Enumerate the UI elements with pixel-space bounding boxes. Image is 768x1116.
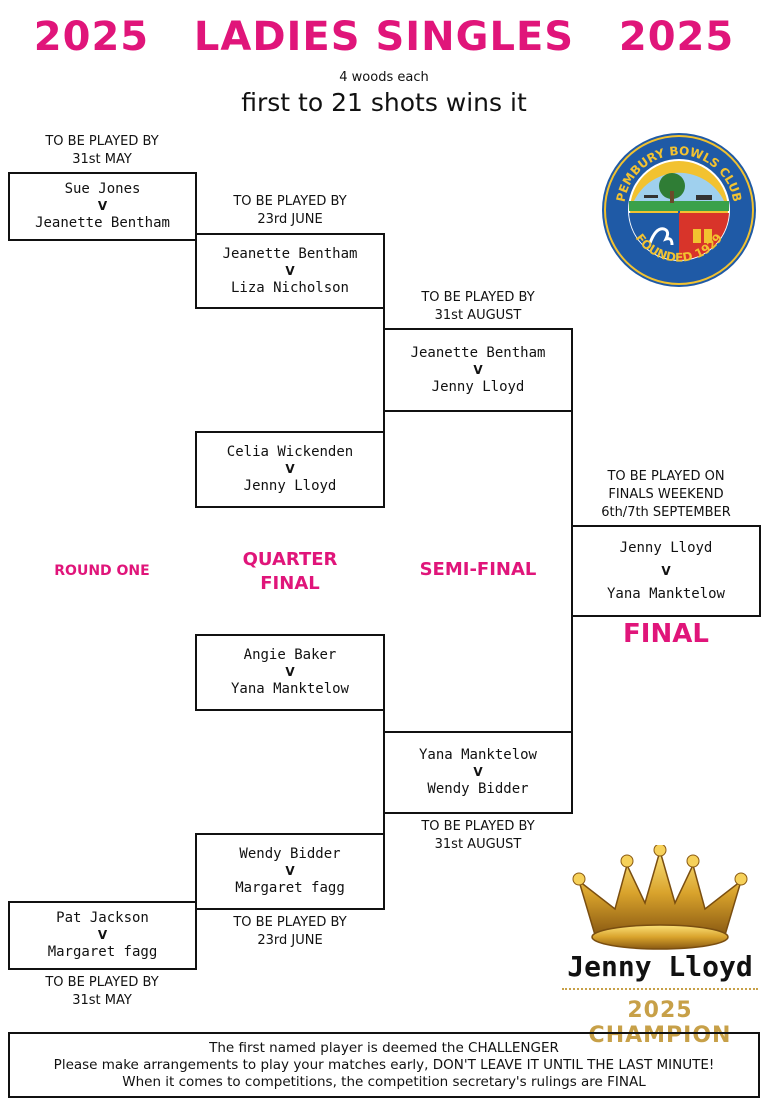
versus-label: V: [285, 665, 295, 679]
match-qf3[interactable]: Angie Baker V Yana Manktelow: [195, 634, 385, 711]
deadline-line: TO BE PLAYED BY: [233, 915, 347, 930]
deadline-line: 31st MAY: [72, 993, 132, 1008]
match-sf1[interactable]: Jeanette Bentham V Jenny Lloyd: [383, 328, 573, 412]
player-name: Yana Manktelow: [606, 585, 725, 602]
footer-line: Please make arrangements to play your ma…: [53, 1056, 715, 1073]
match-r1-top[interactable]: Sue Jones V Jeanette Bentham: [8, 172, 197, 241]
player-name: Jenny Lloyd: [243, 478, 337, 494]
label-line: FINAL: [260, 573, 320, 594]
quarter-final-label: QUARTER FINAL: [196, 548, 384, 596]
deadline-line: 31st AUGUST: [434, 837, 522, 852]
player-name: Angie Baker: [243, 647, 337, 663]
versus-label: V: [97, 199, 108, 213]
player-name: Jeanette Bentham: [35, 215, 170, 231]
player-name: Jeanette Bentham: [222, 245, 358, 262]
versus-label: V: [473, 765, 483, 779]
deadline-line: TO BE PLAYED BY: [233, 194, 347, 209]
player-name: Yana Manktelow: [230, 681, 349, 697]
champion-name: Jenny Lloyd: [567, 950, 753, 983]
r1-bottom-deadline: TO BE PLAYED BY 31st MAY: [8, 974, 196, 1010]
deadline-line: TO BE PLAYED BY: [45, 134, 159, 149]
player-name: Margaret fagg: [235, 880, 345, 896]
player-name: Celia Wickenden: [226, 444, 354, 460]
player-name: Jenny Lloyd: [431, 378, 525, 395]
champion-divider: [562, 988, 758, 990]
deadline-line: TO BE PLAYED BY: [421, 819, 535, 834]
semi-final-label: SEMI-FINAL: [419, 559, 537, 580]
woods-note: 4 woods each: [339, 70, 429, 85]
footer-line: When it comes to competitions, the compe…: [122, 1073, 646, 1090]
deadline-line: 31st AUGUST: [434, 308, 522, 323]
club-badge-icon: PEMBURY BOWLS CLUB FOUNDED 1929: [602, 133, 756, 287]
round-one-label: ROUND ONE: [54, 563, 150, 579]
deadline-line: TO BE PLAYED BY: [45, 975, 159, 990]
qf-top-deadline: TO BE PLAYED BY 23rd JUNE: [196, 193, 384, 229]
player-name: Wendy Bidder: [427, 781, 529, 797]
qf-bottom-deadline: TO BE PLAYED BY 23rd JUNE: [196, 914, 384, 950]
sf-top-deadline: TO BE PLAYED BY 31st AUGUST: [384, 289, 572, 325]
player-name: Sue Jones: [64, 181, 141, 197]
final-deadline: TO BE PLAYED ON FINALS WEEKEND 6th/7th S…: [572, 468, 760, 522]
label-line: QUARTER: [242, 549, 338, 570]
r1-top-deadline: TO BE PLAYED BY 31st MAY: [8, 133, 196, 169]
match-qf2[interactable]: Celia Wickenden V Jenny Lloyd: [195, 431, 385, 508]
deadline-line: TO BE PLAYED ON: [607, 469, 725, 484]
final-label: FINAL: [623, 619, 709, 649]
player-name: Margaret fagg: [47, 944, 158, 960]
versus-label: V: [473, 362, 483, 377]
match-qf4[interactable]: Wendy Bidder V Margaret fagg: [195, 833, 385, 910]
page-title: 2025 LADIES SINGLES 2025: [33, 14, 735, 60]
player-name: Liza Nicholson: [230, 279, 349, 296]
player-name: Jeanette Bentham: [410, 344, 546, 361]
footer-line: The first named player is deemed the CHA…: [209, 1039, 559, 1056]
champion-title: 2025 CHAMPION: [588, 998, 732, 1048]
versus-label: V: [661, 563, 671, 578]
versus-label: V: [285, 263, 295, 278]
deadline-line: 6th/7th SEPTEMBER: [601, 505, 731, 520]
versus-label: V: [285, 462, 295, 476]
match-sf2[interactable]: Yana Manktelow V Wendy Bidder: [383, 731, 573, 814]
match-final[interactable]: Jenny Lloyd V Yana Manktelow: [571, 525, 761, 617]
versus-label: V: [285, 864, 295, 878]
sf-bottom-deadline: TO BE PLAYED BY 31st AUGUST: [384, 818, 572, 854]
club-logo: PEMBURY BOWLS CLUB FOUNDED 1929: [600, 131, 758, 289]
deadline-line: TO BE PLAYED BY: [421, 290, 535, 305]
deadline-line: 23rd JUNE: [257, 212, 323, 227]
deadline-line: FINALS WEEKEND: [608, 487, 724, 502]
match-r1-bottom[interactable]: Pat Jackson V Margaret fagg: [8, 901, 197, 970]
match-qf1[interactable]: Jeanette Bentham V Liza Nicholson: [195, 233, 385, 309]
player-name: Pat Jackson: [56, 910, 149, 926]
deadline-line: 23rd JUNE: [257, 933, 323, 948]
rules-note: first to 21 shots wins it: [241, 88, 527, 117]
deadline-line: 31st MAY: [72, 152, 132, 167]
rules-footer: The first named player is deemed the CHA…: [8, 1032, 760, 1098]
player-name: Yana Manktelow: [418, 747, 537, 763]
crown-icon: [565, 843, 755, 955]
player-name: Wendy Bidder: [239, 846, 341, 862]
player-name: Jenny Lloyd: [619, 539, 713, 556]
versus-label: V: [97, 928, 108, 942]
